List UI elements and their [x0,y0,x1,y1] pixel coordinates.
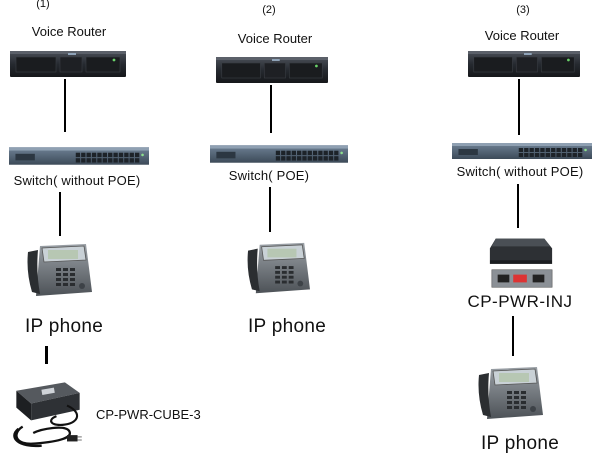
voice-router-icon [10,50,126,78]
switch-icon [9,144,149,168]
column-number: (2) [262,4,276,16]
router-label: Voice Router [31,24,107,39]
switch-label: Switch( without POE) [13,173,141,188]
power-cube-icon [8,376,88,452]
poe-switch-icon [210,142,348,166]
switch-icon [452,140,592,162]
injector-label: CP-PWR-INJ [467,292,573,311]
voice-router-icon [468,50,580,78]
poe-injector-icon [486,232,556,290]
ip-phone-label: IP phone [247,316,327,337]
column-number: (3) [516,4,530,16]
power-cube-label: CP-PWR-CUBE-3 [96,407,201,422]
ip-phone-label: IP phone [24,316,104,337]
switch-label: Switch( without POE) [456,164,584,179]
ip-phone-icon [24,240,98,302]
connection-line [45,346,48,364]
connection-line [269,187,271,232]
ip-phone-label: IP phone [480,433,560,454]
connection-line [64,79,66,132]
ip-phone-icon [243,239,317,299]
router-label: Voice Router [237,31,313,46]
connection-line [518,79,520,135]
connection-line [59,192,61,236]
connection-line [512,316,514,356]
connection-line [517,184,519,228]
switch-label: Switch( POE) [228,168,310,183]
connection-line [270,85,272,133]
ip-phone-icon [475,363,549,425]
column-number: (1) [36,0,50,10]
voice-router-icon [216,56,328,84]
router-label: Voice Router [484,28,560,43]
